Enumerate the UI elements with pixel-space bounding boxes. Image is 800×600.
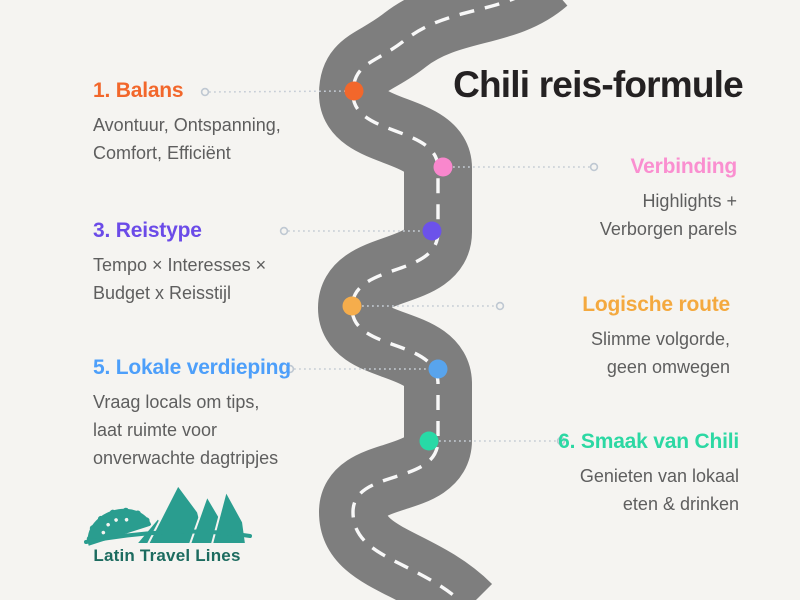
milestone-dot-3 (422, 221, 442, 241)
taco-icon (86, 507, 152, 546)
item-smaak-van-chili: 6. Smaak van Chili Genieten van lokaal e… (499, 430, 739, 518)
milestone-dot-6 (419, 431, 439, 451)
leader-line-1 (208, 90, 355, 93)
item-title-verbinding: Verbinding (630, 155, 737, 178)
item-title-smaak-van-chili: 6. Smaak van Chili (558, 430, 739, 453)
item-reistype: 3. Reistype Tempo × Interesses × Budget … (93, 219, 323, 307)
logo-text: Latin Travel Lines (93, 546, 241, 565)
item-verbinding: Verbinding Highlights + Verborgen parels (517, 155, 737, 243)
item-lokale-verdieping: 5. Lokale verdieping Vraag locals om tip… (93, 356, 333, 472)
leader-ring-1 (200, 87, 210, 97)
item-title-lokale-verdieping: 5. Lokale verdieping (93, 356, 291, 379)
item-logische-route: Logische route Slimme volgorde, geen omw… (510, 293, 730, 381)
item-body-balans: Avontuur, Ontspanning, Comfort, Efficiën… (93, 115, 281, 163)
item-body-reistype: Tempo × Interesses × Budget x Reisstijl (93, 255, 267, 303)
road-center-dash (350, 0, 516, 600)
item-balans: 1. Balans Avontuur, Ontspanning, Comfort… (93, 79, 323, 167)
item-title-logische-route: Logische route (582, 293, 730, 316)
item-title-reistype: 3. Reistype (93, 219, 202, 242)
leader-ring-4 (495, 301, 505, 311)
logo-graphic (84, 483, 252, 546)
leader-ring-6 (556, 436, 566, 446)
leader-ring-3 (279, 226, 289, 236)
leader-ring-2 (589, 162, 599, 172)
latin-travel-lines-logo-icon (84, 483, 252, 546)
item-body-lokale-verdieping: Vraag locals om tips, laat ruimte voor o… (93, 392, 279, 468)
page-title: Chili reis-formule (453, 64, 744, 105)
leader-rings (200, 87, 599, 446)
milestone-dot-2 (433, 157, 453, 177)
item-body-verbinding: Highlights + Verborgen parels (599, 191, 737, 239)
leader-lines (208, 90, 590, 442)
leader-ring-5 (285, 364, 295, 374)
item-body-logische-route: Slimme volgorde, geen omwegen (590, 329, 730, 377)
item-title-balans: 1. Balans (93, 79, 184, 102)
milestone-dot-5 (428, 359, 448, 379)
milestone-dot-1 (344, 81, 364, 101)
milestone-dot-4 (342, 296, 362, 316)
item-body-smaak-van-chili: Genieten van lokaal eten & drinken (579, 466, 739, 514)
ground-swoosh (84, 529, 252, 544)
